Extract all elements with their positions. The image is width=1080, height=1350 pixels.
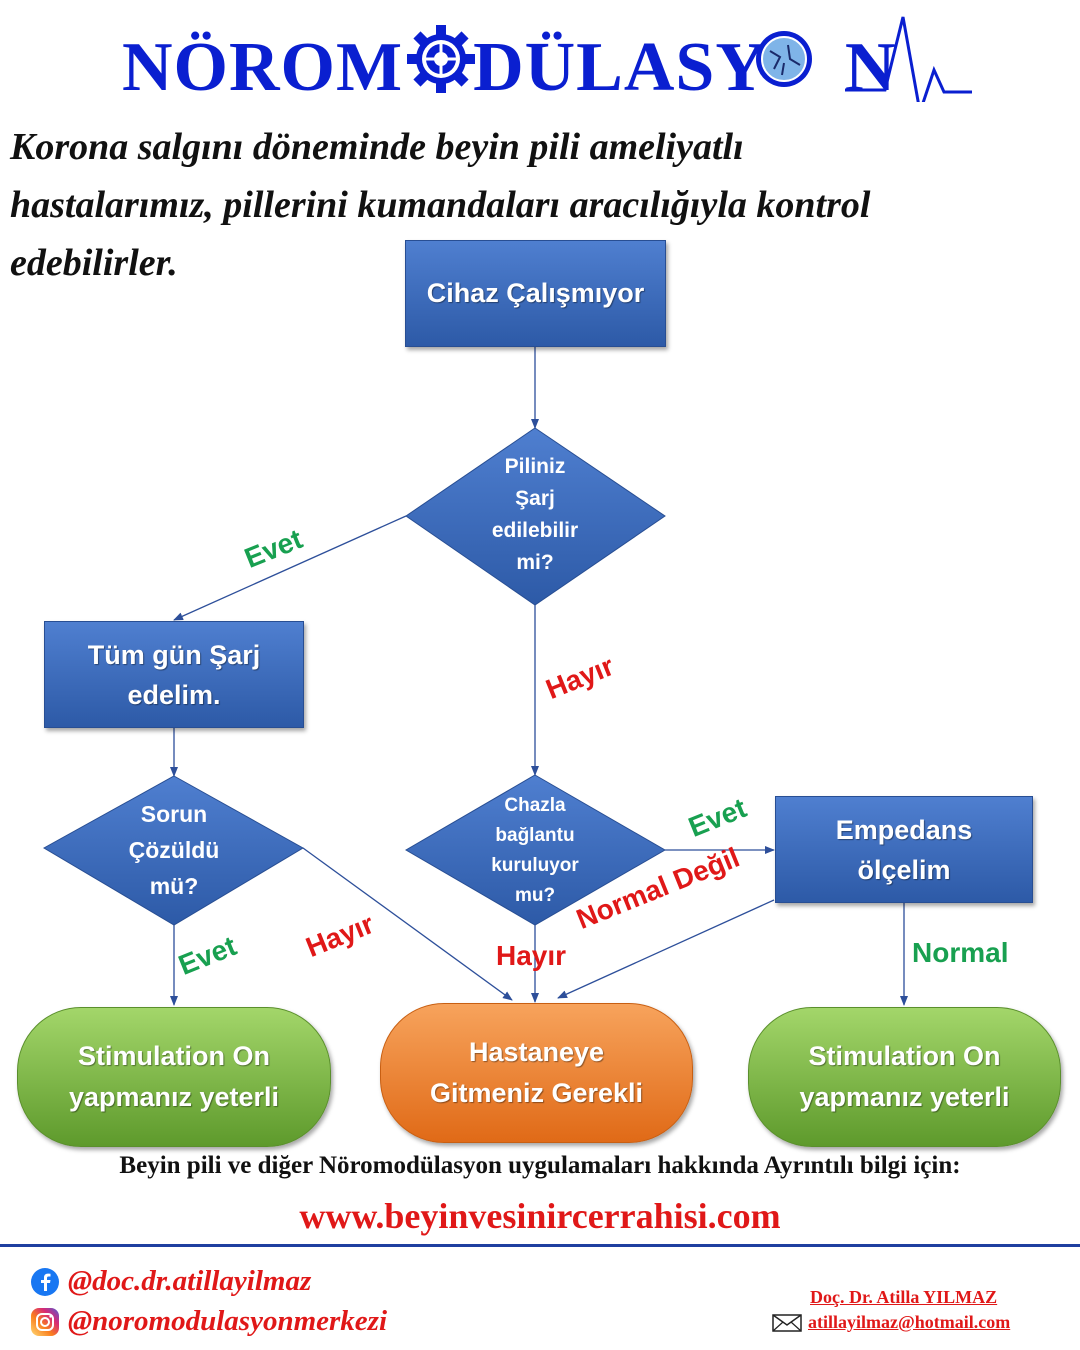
- instagram-row[interactable]: @noromodulasyonmerkezi: [30, 1305, 387, 1338]
- facebook-icon: [31, 1267, 59, 1296]
- envelope-icon: [772, 1313, 802, 1332]
- node-line: mü?: [149, 873, 199, 899]
- node-line: Sorun: [140, 801, 208, 827]
- decision-solved-shape: [42, 775, 304, 926]
- node-line: Stimulation On: [808, 1041, 1001, 1071]
- node-line: Şarj: [515, 487, 555, 510]
- edge-impedance-not-normal: [557, 899, 775, 999]
- footer-divider: [0, 1244, 1080, 1247]
- node-start-label: Cihaz Çalışmıyor: [426, 278, 645, 308]
- decision-connection-shape: [405, 774, 667, 926]
- doctor-name: Doç. Dr. Atilla YILMAZ: [810, 1287, 998, 1307]
- node-impedance: Empedans ölçelim: [775, 796, 1033, 903]
- title-part-1: NÖROM: [122, 29, 403, 102]
- node-start: Cihaz Çalışmıyor: [405, 240, 666, 347]
- node-charge-all-day: Tüm gün Şarj edelim.: [44, 621, 304, 728]
- decision-charge: Piliniz Şarj edilebilir mi?: [455, 450, 615, 580]
- terminal-hospital: Hastaneye Gitmeniz Gerekli: [380, 1003, 693, 1143]
- node-line: Tüm gün Şarj: [87, 639, 261, 670]
- node-line: Stimulation On: [78, 1041, 270, 1071]
- node-line: Chazla: [504, 795, 566, 816]
- instagram-handle: @noromodulasyonmerkezi: [68, 1305, 387, 1337]
- heartbeat-line-icon: [845, 16, 972, 102]
- edge-charge-yes: [173, 515, 407, 621]
- facebook-row[interactable]: @doc.dr.atillayilmaz: [30, 1265, 311, 1298]
- decision-solved: Sorun Çözüldü mü?: [94, 795, 254, 905]
- node-line: yapmanız yeterli: [68, 1082, 280, 1112]
- edge-label-impedance-normal: Normal: [912, 937, 1009, 968]
- facebook-handle: @doc.dr.atillayilmaz: [68, 1265, 312, 1297]
- website-link[interactable]: www.beyinvesinircerrahisi.com: [299, 1196, 781, 1236]
- node-line: kuruluyor: [491, 855, 579, 876]
- node-line: Piliniz: [504, 455, 566, 478]
- node-line: Empedans: [835, 814, 973, 845]
- gear-icon: [407, 25, 475, 93]
- intro-line: Korona salgını döneminde beyin pili amel…: [10, 126, 744, 168]
- intro-text: Korona salgını döneminde beyin pili amel…: [10, 118, 1075, 292]
- edge-label-connection-no: Hayır: [496, 940, 567, 971]
- node-line: mi?: [516, 551, 554, 574]
- instagram-icon: [31, 1307, 59, 1336]
- node-line: edelim.: [127, 679, 221, 710]
- edge-solved-no: [302, 847, 513, 1001]
- info-text: Beyin pili ve diğer Nöromodülasyon uygul…: [119, 1152, 961, 1179]
- node-line: bağlantu: [495, 825, 575, 846]
- node-line: Çözüldü: [128, 837, 220, 863]
- node-line: Gitmeniz Gerekli: [429, 1078, 644, 1108]
- decision-connection: Chazla bağlantu kuruluyor mu?: [455, 790, 615, 912]
- node-line: edilebilir: [491, 519, 579, 542]
- node-line: yapmanız yeterli: [799, 1082, 1010, 1112]
- intro-line: edebilirler.: [10, 242, 178, 284]
- intro-line: hastalarımız, pillerini kumandaları arac…: [10, 184, 871, 226]
- decision-charge-shape: [405, 427, 666, 606]
- node-line: ölçelim: [857, 854, 951, 885]
- email-row[interactable]: atillayilmaz@hotmail.com: [772, 1312, 1010, 1333]
- terminal-stim-left: Stimulation On yapmanız yeterli: [17, 1007, 331, 1147]
- node-line: Hastaneye: [468, 1037, 605, 1067]
- node-line: mu?: [514, 885, 556, 906]
- globe-icon: [756, 31, 812, 87]
- title-part-2: DÜLASY: [473, 29, 767, 102]
- email-link: atillayilmaz@hotmail.com: [808, 1312, 1011, 1332]
- terminal-stim-right: Stimulation On yapmanız yeterli: [748, 1007, 1061, 1147]
